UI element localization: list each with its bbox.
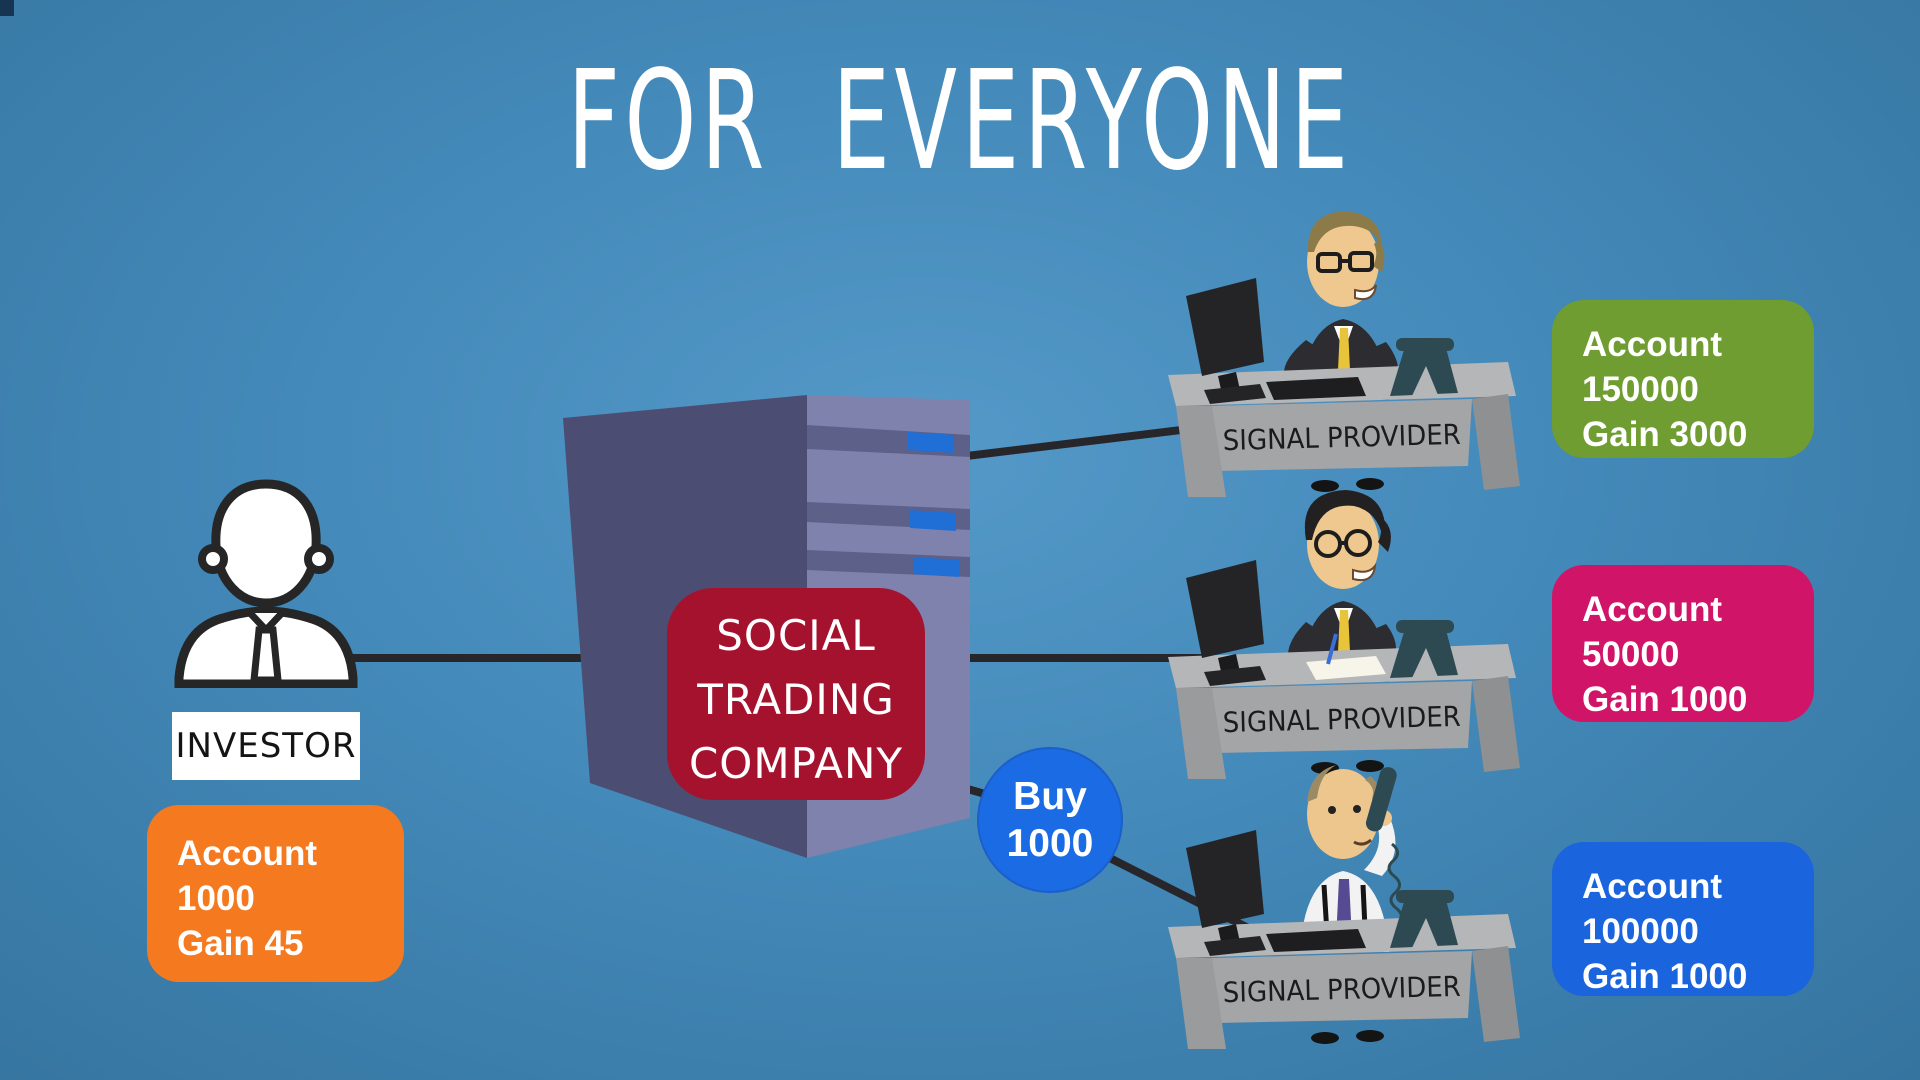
account-box-line: Account <box>1582 867 1722 906</box>
desk-front-panel <box>1212 681 1472 753</box>
desk-leg <box>1176 958 1226 1049</box>
investor-head <box>211 479 321 608</box>
server-blue-slot <box>913 557 959 577</box>
desk-leg <box>1176 406 1226 497</box>
signal-provider-2: SIGNAL PROVIDER <box>1160 482 1520 782</box>
monitor-icon <box>1186 560 1264 658</box>
shoe <box>1356 478 1384 490</box>
buy-badge-amount: 1000 <box>1006 822 1094 865</box>
handset-icon <box>1365 767 1397 832</box>
account-box-line: Gain 1000 <box>1582 957 1748 996</box>
shoe <box>1356 760 1384 772</box>
investor-account-box: Account 1000 Gain 45 <box>147 805 404 982</box>
pen-icon <box>1326 633 1338 665</box>
investor-illustration <box>174 479 358 688</box>
desk-leg <box>1472 676 1520 772</box>
account-box-line: Gain 3000 <box>1582 415 1748 454</box>
account-box-line: Account <box>177 834 317 873</box>
shoe <box>1311 1032 1339 1044</box>
account-box-line: Account <box>1582 590 1722 629</box>
company-badge-line: COMPANY <box>688 739 904 788</box>
desk-leg <box>1472 394 1520 490</box>
investor-ear <box>198 544 228 574</box>
account-box-line: 50000 <box>1582 635 1680 674</box>
account-box-line: 150000 <box>1582 370 1699 409</box>
desk-front-panel <box>1212 951 1472 1023</box>
signal-provider-2-illustration: SIGNAL PROVIDER <box>1168 490 1520 779</box>
account-box-line: Gain 45 <box>177 924 304 963</box>
line-server-to-provider-1 <box>949 422 1215 462</box>
account-box-line: 100000 <box>1582 912 1699 951</box>
page-title: FOR EVERYONE <box>567 40 1353 202</box>
investor-label: INVESTOR <box>172 712 360 780</box>
server-blue-slot <box>908 432 954 453</box>
buy-badge: Buy 1000 <box>977 747 1123 893</box>
paper <box>1306 656 1386 680</box>
account-box-line: Gain 1000 <box>1582 680 1748 719</box>
keyboard-icon <box>1266 377 1366 400</box>
provider-desk-label: SIGNAL PROVIDER <box>1222 970 1461 1009</box>
investor-ear <box>304 544 334 574</box>
shoe <box>1356 1030 1384 1042</box>
company-badge-line: TRADING <box>697 675 895 724</box>
provider-3-account-box: Account 100000 Gain 1000 <box>1552 842 1814 996</box>
provider-desk-label: SIGNAL PROVIDER <box>1222 700 1461 739</box>
signal-provider-3: SIGNAL PROVIDER <box>1160 752 1520 1052</box>
desk-leg <box>1472 946 1520 1042</box>
shoe <box>1311 480 1339 492</box>
signal-provider-1-illustration: SIGNAL PROVIDER <box>1168 211 1520 497</box>
account-box-line: 1000 <box>177 879 255 918</box>
buy-badge-action: Buy <box>1013 775 1087 818</box>
provider-2-account-box: Account 50000 Gain 1000 <box>1552 565 1814 722</box>
desk-leg <box>1176 688 1226 779</box>
monitor-icon <box>1186 830 1264 928</box>
shoe <box>1311 762 1339 774</box>
desk-front-panel <box>1212 399 1472 471</box>
investor-tie <box>250 626 282 684</box>
company-badge: SOCIAL TRADING COMPANY <box>667 588 925 800</box>
keyboard-icon <box>1266 929 1366 952</box>
server-blue-slot <box>910 510 956 531</box>
company-badge-line: SOCIAL <box>716 611 876 660</box>
provider-desk-label: SIGNAL PROVIDER <box>1222 418 1461 457</box>
signal-provider-1: SIGNAL PROVIDER <box>1160 200 1520 500</box>
signal-provider-3-illustration: SIGNAL PROVIDER <box>1168 765 1520 1049</box>
corner-artifact <box>0 0 14 16</box>
provider-1-account-box: Account 150000 Gain 3000 <box>1552 300 1814 458</box>
monitor-icon <box>1186 278 1264 376</box>
account-box-line: Account <box>1582 325 1722 364</box>
